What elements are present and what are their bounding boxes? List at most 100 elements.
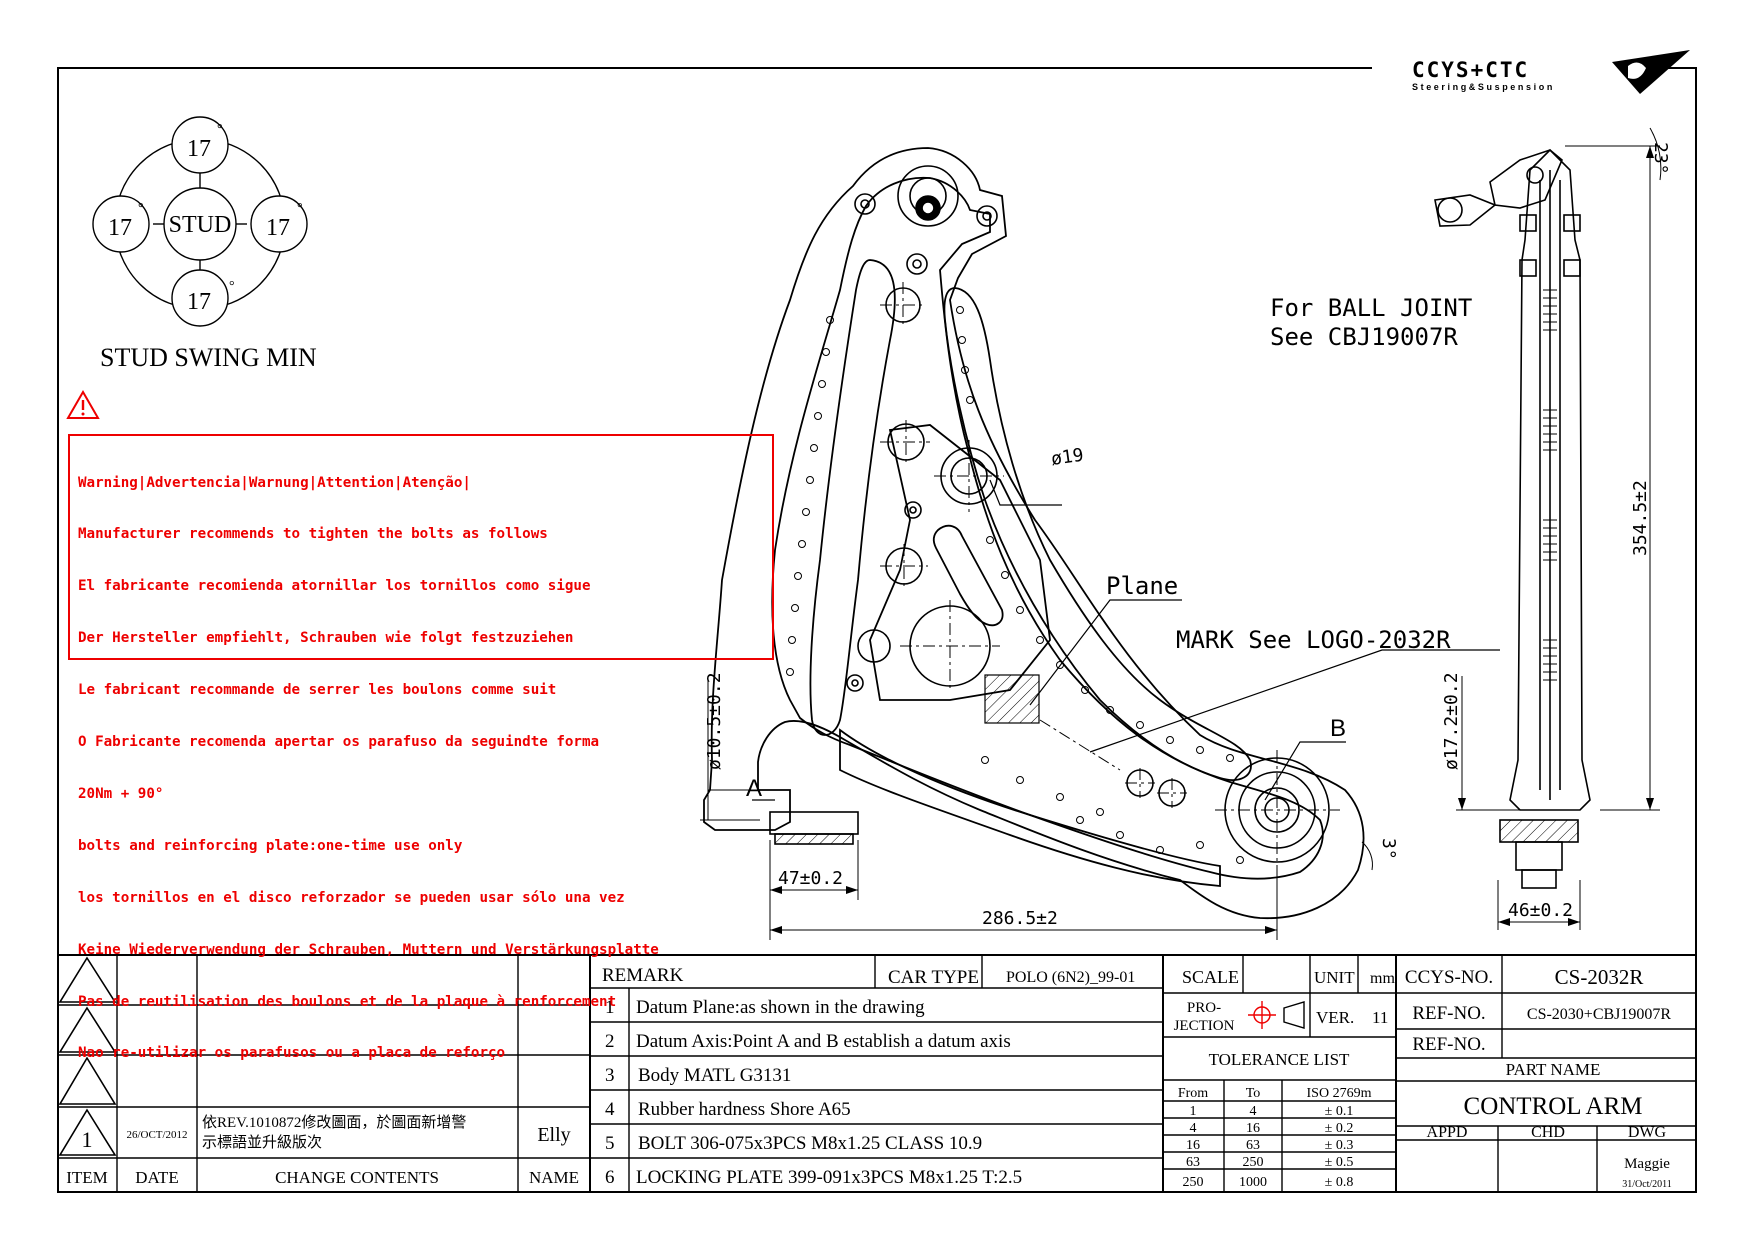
warning-line: Nao re-utilizar os parafusos ou a placa … [78,1045,506,1062]
tolerance-cell: 1 [1190,1104,1197,1119]
stud-angle-right: 17 [266,215,290,241]
tolerance-header: ISO 2769m [1307,1086,1372,1101]
ccys-no-value: CS-2032R [1555,965,1644,989]
remark-num: 2 [605,1031,615,1052]
brand-logo: CCYS+CTC Steering&Suspension [1412,50,1690,94]
plane-label: Plane [1106,572,1178,600]
dimension-arrows [770,146,1654,934]
header-date: DATE [135,1168,178,1187]
dim-height: 354.5±2 [1630,480,1651,556]
angle-23-label: 23° [1650,142,1671,175]
remark-text: Datum Plane:as shown in the drawing [636,997,925,1018]
dim-bushing-diameter: ø10.5±0.2 [704,672,725,770]
arm-reinforcement-dots [786,306,1244,864]
revision-item: 1 [82,1127,93,1152]
remark-num: 4 [605,1099,615,1120]
tolerance-cell: 250 [1183,1175,1204,1190]
degree-mark: ° [297,201,303,216]
tolerance-title: TOLERANCE LIST [1209,1050,1350,1069]
stud-angle-left: 17 [108,215,132,241]
remark-num: 3 [605,1065,615,1086]
degree-mark: ° [217,122,223,137]
part-name-value: CONTROL ARM [1464,1093,1643,1120]
remark-text: Datum Axis:Point A and B establish a dat… [636,1031,1011,1052]
ccys-no-label: CCYS-NO. [1405,967,1493,988]
title-block-grid [58,954,1696,1192]
warning-text: Warning|Advertencia|Warnung|Attention|At… [78,440,659,1080]
brand-name: CCYS+CTC [1412,58,1529,82]
warning-line: Manufacturer recommends to tighten the b… [78,526,548,543]
warning-triangle-icon [66,389,100,419]
angle-3-label: 3° [1378,838,1399,860]
warning-line: los tornillos en el disco reforzador se … [78,889,625,906]
car-type-label: CAR TYPE [888,967,979,988]
bushing-a [769,811,859,845]
sheet-border [57,67,1697,1193]
remark-text: LOCKING PLATE 399-091x3PCS M8x1.25 T:2.5 [636,1167,1022,1188]
brand-mark-icon [1612,50,1690,94]
center-lines [880,282,1340,870]
brand-tagline: Steering&Suspension [1412,82,1555,92]
dwg-name: Maggie [1624,1156,1670,1172]
control-arm-side-view [1434,148,1591,889]
stud-label: STUD [169,212,232,238]
point-b-label: B [1330,715,1346,742]
control-arm-front-view [703,147,1365,920]
appd-label: APPD [1427,1124,1468,1141]
ver-label: VER. [1316,1008,1354,1027]
chd-label: CHD [1531,1124,1565,1141]
warning-line: Le fabricant recommande de serrer les bo… [78,682,557,699]
scale-block: SCALE UNIT mm PRO- JECTION VER. 11 TOLER… [1174,967,1396,1069]
tolerance-cell: 250 [1243,1155,1264,1170]
warning-line: O Fabricante recomenda apertar os parafu… [78,734,600,751]
remark-num: 6 [605,1167,615,1188]
side-view-hatch-marks [1543,289,1557,681]
ref-no-label: REF-NO. [1412,1034,1485,1055]
projection-label: PRO- [1187,1000,1221,1016]
remark-num: 5 [605,1133,615,1154]
dwg-label: DWG [1628,1124,1667,1141]
unit-label: UNIT [1314,968,1355,987]
dim-bushing-width: 47±0.2 [778,868,843,889]
ver-value: 11 [1372,1008,1388,1027]
tolerance-header: To [1246,1086,1261,1101]
dwg-date: 31/Oct/2011 [1622,1179,1672,1190]
tolerance-cell: ± 0.3 [1325,1138,1354,1153]
mark-label: MARK See LOGO-2032R [1176,626,1451,654]
tolerance-cell: 1000 [1239,1175,1267,1190]
warning-line: Pas de reutilisation des boulons et de l… [78,993,617,1010]
ref-no-label: REF-NO. [1412,1003,1485,1024]
car-type-value: POLO (6N2)_99-01 [1006,969,1135,986]
part-name-label: PART NAME [1506,1060,1601,1079]
header-name: NAME [529,1168,579,1187]
ball-joint-ref: See CBJ19007R [1270,323,1458,351]
dim-length: 286.5±2 [982,908,1058,929]
tolerance-cell: 16 [1186,1138,1200,1153]
tolerance-cell: ± 0.8 [1325,1175,1354,1190]
remark-text: Body MATL G3131 [638,1065,791,1086]
stud-angle-bottom: 17 [187,289,211,315]
datum-plane-hatch [984,674,1040,724]
projection-label: JECTION [1174,1018,1235,1034]
revision-name: Elly [537,1124,570,1146]
tolerance-cell: 4 [1190,1121,1197,1136]
ref-no-value: CS-2030+CBJ19007R [1527,1006,1671,1023]
tolerance-cell: ± 0.1 [1325,1104,1354,1119]
warning-line: Der Hersteller empfiehlt, Schrauben wie … [78,630,574,647]
warning-line: bolts and reinforcing plate:one-time use… [78,837,463,854]
dimension-lines [700,127,1662,940]
stud-swing-title: STUD SWING MIN [100,343,317,372]
warning-box [68,434,774,660]
dim-side-width: 46±0.2 [1508,900,1573,921]
tolerance-cell: 4 [1250,1104,1257,1119]
unit-value: mm [1370,970,1395,987]
degree-mark: ° [138,201,144,216]
revision-date: 26/OCT/2012 [126,1129,187,1141]
point-a-label: A [746,775,762,802]
part-info-block: CCYS-NO. CS-2032R REF-NO. CS-2030+CBJ190… [1405,965,1672,1190]
projection-symbol-icon [1248,1001,1305,1029]
revision-row: 1 26/OCT/2012 依REV.1010872修改圖面，於圖面新增警 示標… [82,1114,571,1152]
scale-label: SCALE [1182,967,1239,987]
leader-lines [752,479,1500,801]
